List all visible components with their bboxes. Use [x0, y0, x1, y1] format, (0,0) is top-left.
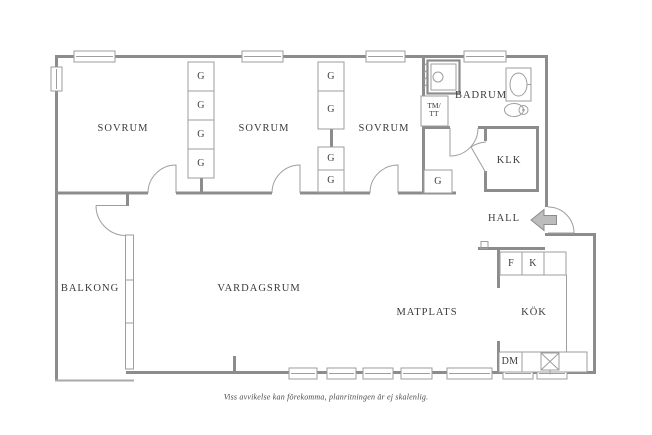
fridge-label: K: [529, 258, 537, 269]
room-label-sovrum-2: SOVRUM: [238, 122, 290, 134]
disclaimer-caption: Viss avvikelse kan förekomma, planritnin…: [223, 392, 429, 402]
room-label-balkong: BALKONG: [60, 282, 120, 294]
window: [326, 367, 357, 380]
wardrobe-label: G: [434, 176, 442, 187]
window: [73, 50, 116, 63]
window: [241, 50, 284, 63]
washer-dryer-label: TM/ TT: [427, 102, 440, 118]
window: [288, 367, 318, 380]
window: [365, 50, 406, 63]
wardrobe-label: G: [197, 158, 205, 169]
room-label-matplats: MATPLATS: [396, 306, 458, 318]
stove-icon: [540, 352, 560, 375]
washer-label: TM/: [427, 101, 441, 110]
room-label-sovrum-3: SOVRUM: [358, 122, 410, 134]
wardrobe-cells: [187, 61, 453, 194]
door-entry: [547, 206, 575, 234]
wardrobe-label: G: [327, 71, 335, 82]
wardrobe-label: G: [327, 104, 335, 115]
door-sovrum-2: [271, 164, 301, 194]
door-balkong: [95, 205, 127, 236]
wardrobe-label: G: [197, 100, 205, 111]
door-swings: [95, 127, 575, 236]
wardrobe-label: G: [327, 175, 335, 186]
window: [400, 367, 433, 380]
wardrobe-label: G: [327, 153, 335, 164]
window: [362, 367, 394, 380]
room-label-klk: KLK: [496, 154, 522, 166]
entry-arrow-icon: [530, 208, 557, 232]
freezer-label: F: [508, 258, 514, 269]
window: [446, 367, 493, 380]
balcony-glass-partition: [125, 234, 134, 370]
door-sovrum-1: [147, 164, 177, 194]
room-label-vardagsrum: VARDAGSRUM: [217, 282, 301, 294]
sink-icon: [505, 67, 532, 102]
wardrobe-label: G: [197, 129, 205, 140]
washer-dryer-unit: [420, 95, 449, 127]
door-badrum: [449, 127, 479, 157]
room-label-sovrum-1: SOVRUM: [97, 122, 149, 134]
wardrobe-label: G: [197, 71, 205, 82]
door-klk: [470, 141, 487, 174]
wall-notch: [480, 241, 489, 249]
toilet-icon: [504, 103, 529, 117]
door-sovrum-3: [369, 164, 399, 194]
window: [463, 50, 507, 63]
dryer-label: TT: [429, 109, 439, 118]
room-label-badrum: BADRUM: [454, 89, 508, 101]
dishwasher-label: DM: [501, 356, 519, 367]
room-label-kok: KÖK: [521, 306, 547, 318]
shower-icon: [423, 59, 461, 95]
room-label-hall: HALL: [488, 212, 520, 224]
window: [50, 66, 63, 92]
